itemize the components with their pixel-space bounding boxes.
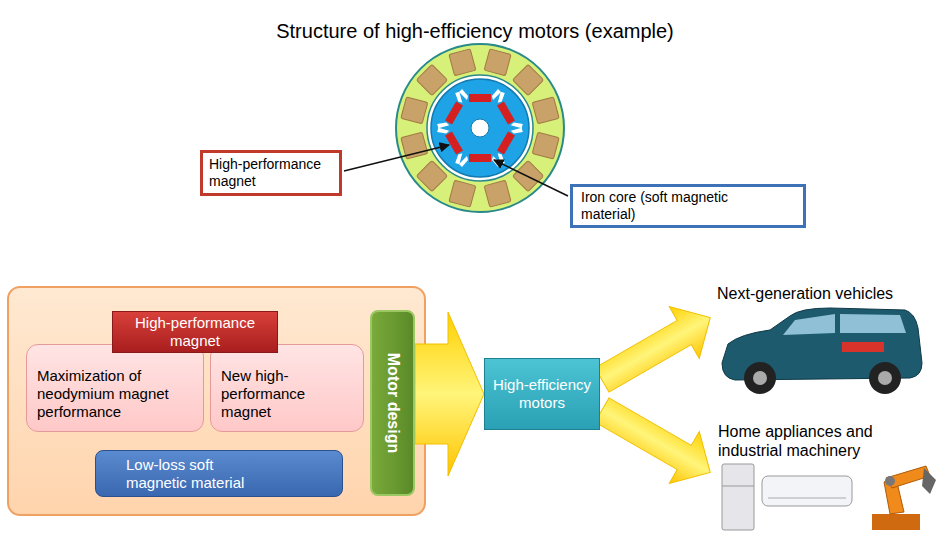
car-window [783,314,835,335]
flux-barrier [436,124,467,166]
design-bar: Motor design [370,310,415,496]
callout-box: Iron core (soft magnetic material) [570,184,806,228]
flux-barrier [494,90,525,132]
magnet-slot [436,90,468,133]
coil-slot [401,97,428,124]
leader-line [344,145,449,171]
magnet [445,101,463,124]
rotor-magnets [436,89,525,167]
stator [396,44,564,212]
refrigerator-door [722,486,754,487]
magnet [469,154,491,162]
car-wheel [744,362,776,394]
callout-box: High-performance magnet [200,150,342,196]
refrigerator [722,464,754,530]
flux-barrier [459,156,501,167]
diagram-title: Structure of high-efficiency motors (exa… [0,20,950,43]
flux-barrier [436,90,467,132]
leader-line [494,160,568,196]
magnet [445,131,463,154]
rotor-iron-core [431,79,529,177]
result-box: High-efficiency motors [484,358,600,430]
output-arrow [587,384,725,498]
car-hub [878,371,892,385]
technology-box: Maximization of neodymium magnet perform… [26,344,204,432]
air-gap [427,75,533,181]
motor-cross-section [396,44,564,212]
magnet [497,101,515,124]
output-arrow [587,292,725,406]
box-text: Maximization of neodymium magnet perform… [37,367,193,421]
magnet-slot [436,123,468,166]
magnet [469,94,491,102]
car-wheel [869,362,901,394]
box-text: High-performance magnet [117,314,273,350]
coil-slot [449,180,476,207]
box-text: Motor design [383,353,402,453]
flux-barrier [494,124,525,166]
flow-arrow [415,312,484,476]
box-text: Low-loss soft magnetic material [126,456,261,492]
box-text: High-efficiency motors [491,376,593,412]
robot-base [872,514,920,530]
magnet-slot [492,90,524,133]
car-stripe [842,342,884,352]
heading-box: High-performance magnet [112,311,278,353]
coil-slot [449,49,476,76]
coil-slot [484,49,511,76]
category-label: Next-generation vehicles [717,284,932,303]
box-text: High-performance magnet [209,156,333,190]
shaft-hole [471,119,489,137]
technology-box: Low-loss soft magnetic material [95,450,343,497]
technology-box: New high-performance magnet [210,344,364,432]
stator-coils [401,49,559,207]
coil-slot [532,132,559,159]
magnet [497,131,515,154]
coil-slot [401,132,428,159]
magnet-slot [492,123,524,166]
robot-gripper [922,468,936,494]
car-hub [753,371,767,385]
vehicle-picture [722,308,922,394]
flux-barrier [459,89,501,100]
robot-joint [885,476,895,486]
appliance-pictures [722,464,936,530]
car-window [840,314,906,333]
category-label: Home appliances and industrial machinery [718,422,903,460]
box-text: Iron core (soft magnetic material) [581,189,731,223]
coil-slot [484,180,511,207]
technology-panel [8,287,425,515]
coil-slot [532,97,559,124]
air-conditioner [762,476,852,506]
air-conditioner-vent [768,498,846,499]
magnet-slot [459,89,501,102]
box-text: New high-performance magnet [221,367,353,421]
